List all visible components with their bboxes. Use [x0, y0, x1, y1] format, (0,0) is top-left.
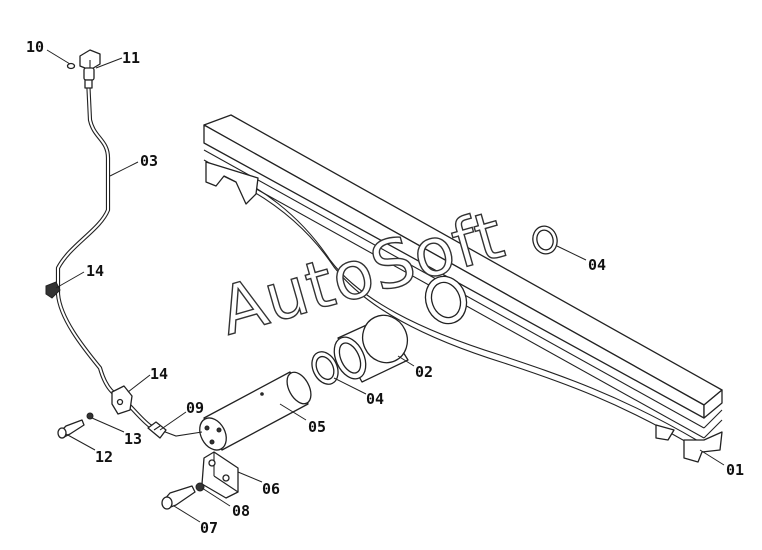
bushing	[333, 314, 409, 383]
callout-labels: 10 11 03 14 14 13 12 09 05 06 08 07 04 0…	[26, 38, 744, 537]
pipe-clip-lower	[111, 385, 133, 415]
callout-07: 07	[200, 519, 218, 537]
seal-ring-upper	[532, 225, 558, 255]
callout-01: 01	[726, 461, 744, 479]
pipe-clip-upper	[45, 281, 61, 299]
fitting-top	[79, 49, 101, 89]
callout-05: 05	[308, 418, 326, 436]
screw-12	[57, 419, 85, 439]
seal-ring-middle	[311, 351, 339, 385]
callout-04-upper: 04	[588, 256, 606, 274]
callout-12: 12	[95, 448, 113, 466]
callout-03: 03	[140, 152, 158, 170]
pipe-line	[55, 75, 203, 437]
washer-08	[195, 482, 205, 492]
fitting-09	[147, 421, 167, 439]
callout-11: 11	[122, 49, 140, 67]
cap-10	[66, 62, 76, 70]
axle-beam	[203, 114, 723, 463]
washer-13	[86, 412, 94, 420]
leader-lines	[46, 49, 725, 523]
callout-08: 08	[232, 502, 250, 520]
callout-10: 10	[26, 38, 44, 56]
cylinder-pin	[199, 371, 312, 451]
callout-14-upper: 14	[86, 262, 104, 280]
callout-06: 06	[262, 480, 280, 498]
callout-04-middle: 04	[366, 390, 384, 408]
bolt-07	[161, 485, 196, 510]
mounting-bracket	[201, 451, 239, 499]
callout-14-lower: 14	[150, 365, 168, 383]
callout-09: 09	[186, 399, 204, 417]
callout-13: 13	[124, 430, 142, 448]
callout-02: 02	[415, 363, 433, 381]
